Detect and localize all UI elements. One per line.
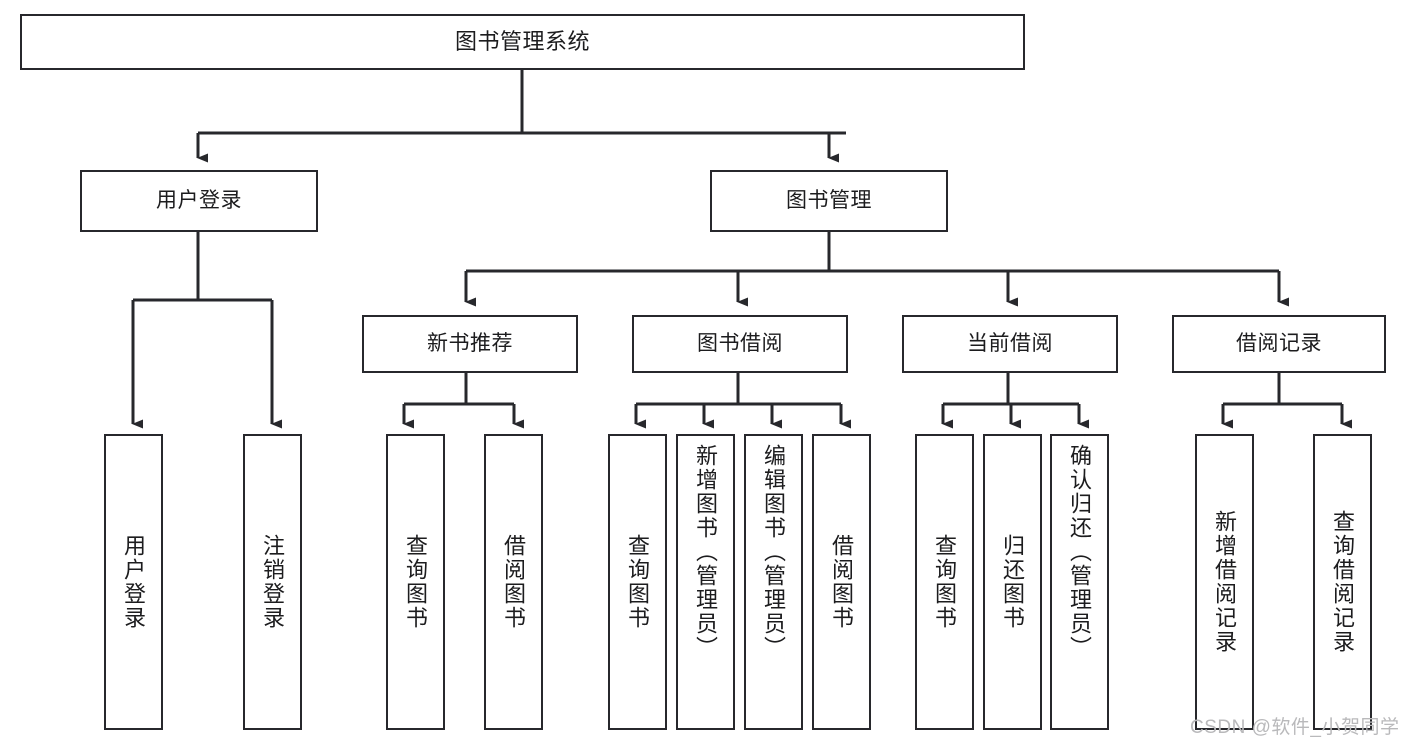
node-leaf-add-book-admin[interactable]: 新增图书（管理员） <box>676 434 735 730</box>
node-label: 用户登录 <box>156 188 242 212</box>
node-borrowing-records[interactable]: 借阅记录 <box>1172 315 1386 373</box>
node-leaf-user-login[interactable]: 用户登录 <box>104 434 163 730</box>
node-leaf-return-books[interactable]: 归还图书 <box>983 434 1042 730</box>
node-label: 查询图书 <box>932 534 958 630</box>
node-user-login[interactable]: 用户登录 <box>80 170 318 232</box>
node-label: 新书推荐 <box>427 331 513 355</box>
node-label: 图书管理 <box>786 188 872 212</box>
node-leaf-query-books-current[interactable]: 查询图书 <box>915 434 974 730</box>
node-leaf-query-books-newbook[interactable]: 查询图书 <box>386 434 445 730</box>
node-book-management[interactable]: 图书管理 <box>710 170 948 232</box>
node-leaf-borrow-books-borrow[interactable]: 借阅图书 <box>812 434 871 730</box>
node-label: 查询借阅记录 <box>1330 510 1356 654</box>
node-label: 查询图书 <box>403 534 429 630</box>
node-root-book-management-system[interactable]: 图书管理系统 <box>20 14 1025 70</box>
node-leaf-logout[interactable]: 注销登录 <box>243 434 302 730</box>
node-new-book-recommendation[interactable]: 新书推荐 <box>362 315 578 373</box>
node-current-borrowing[interactable]: 当前借阅 <box>902 315 1118 373</box>
node-leaf-query-borrow-record[interactable]: 查询借阅记录 <box>1313 434 1372 730</box>
node-leaf-add-borrow-record[interactable]: 新增借阅记录 <box>1195 434 1254 730</box>
node-leaf-borrow-books-newbook[interactable]: 借阅图书 <box>484 434 543 730</box>
node-label: 新增借阅记录 <box>1212 510 1238 654</box>
node-label: 借阅图书 <box>829 534 855 630</box>
node-label: 确认归还（管理员） <box>1067 444 1093 660</box>
node-leaf-confirm-return-admin[interactable]: 确认归还（管理员） <box>1050 434 1109 730</box>
node-label: 图书借阅 <box>697 331 783 355</box>
node-label: 归还图书 <box>1000 534 1026 630</box>
node-book-borrowing[interactable]: 图书借阅 <box>632 315 848 373</box>
node-label: 借阅记录 <box>1236 331 1322 355</box>
node-leaf-query-books-borrow[interactable]: 查询图书 <box>608 434 667 730</box>
node-label: 图书管理系统 <box>454 29 590 55</box>
node-label: 新增图书（管理员） <box>693 444 719 660</box>
node-label: 当前借阅 <box>967 331 1053 355</box>
node-label: 用户登录 <box>121 534 147 630</box>
node-leaf-edit-book-admin[interactable]: 编辑图书（管理员） <box>744 434 803 730</box>
node-label: 查询图书 <box>625 534 651 630</box>
node-label: 借阅图书 <box>501 534 527 630</box>
node-label: 注销登录 <box>260 534 286 630</box>
node-label: 编辑图书（管理员） <box>761 444 787 660</box>
